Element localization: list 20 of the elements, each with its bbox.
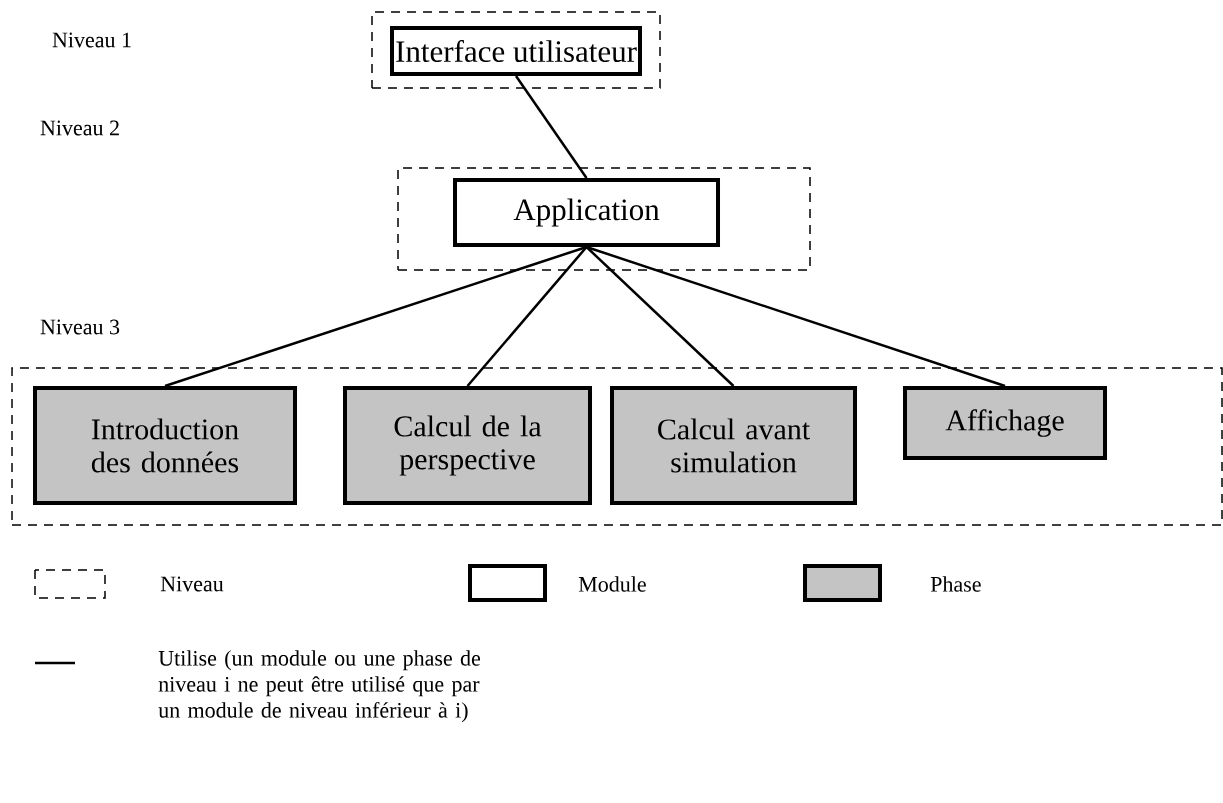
connector-line (585, 246, 735, 387)
module-box: Application (453, 178, 720, 247)
level-frame (397, 167, 811, 271)
phase-box: Affichage (903, 386, 1107, 460)
level-label: Niveau 2 (40, 120, 119, 136)
phase-box: Calcul avant simulation (610, 386, 857, 505)
level-label: Niveau 3 (40, 319, 120, 335)
legend-label: Phase (930, 576, 981, 592)
phase-box: Calcul de la perspective (343, 386, 592, 505)
legend-label: Utilise (un module ou une phase de niveau i ne peut être utilisé que par un module de niveau inférieur à i) (158, 650, 481, 723)
module-box: Interface utilisateur (390, 26, 642, 76)
level-frame (11, 367, 1223, 526)
level-frame (371, 11, 661, 89)
legend-label: Module (578, 576, 646, 592)
connector-line (164, 245, 587, 388)
connector-line (586, 245, 1006, 388)
phase-box: Introduction des données (33, 386, 297, 505)
level-label: Niveau 1 (52, 32, 131, 48)
connector-line (466, 246, 588, 387)
legend-label: Niveau (160, 576, 224, 592)
